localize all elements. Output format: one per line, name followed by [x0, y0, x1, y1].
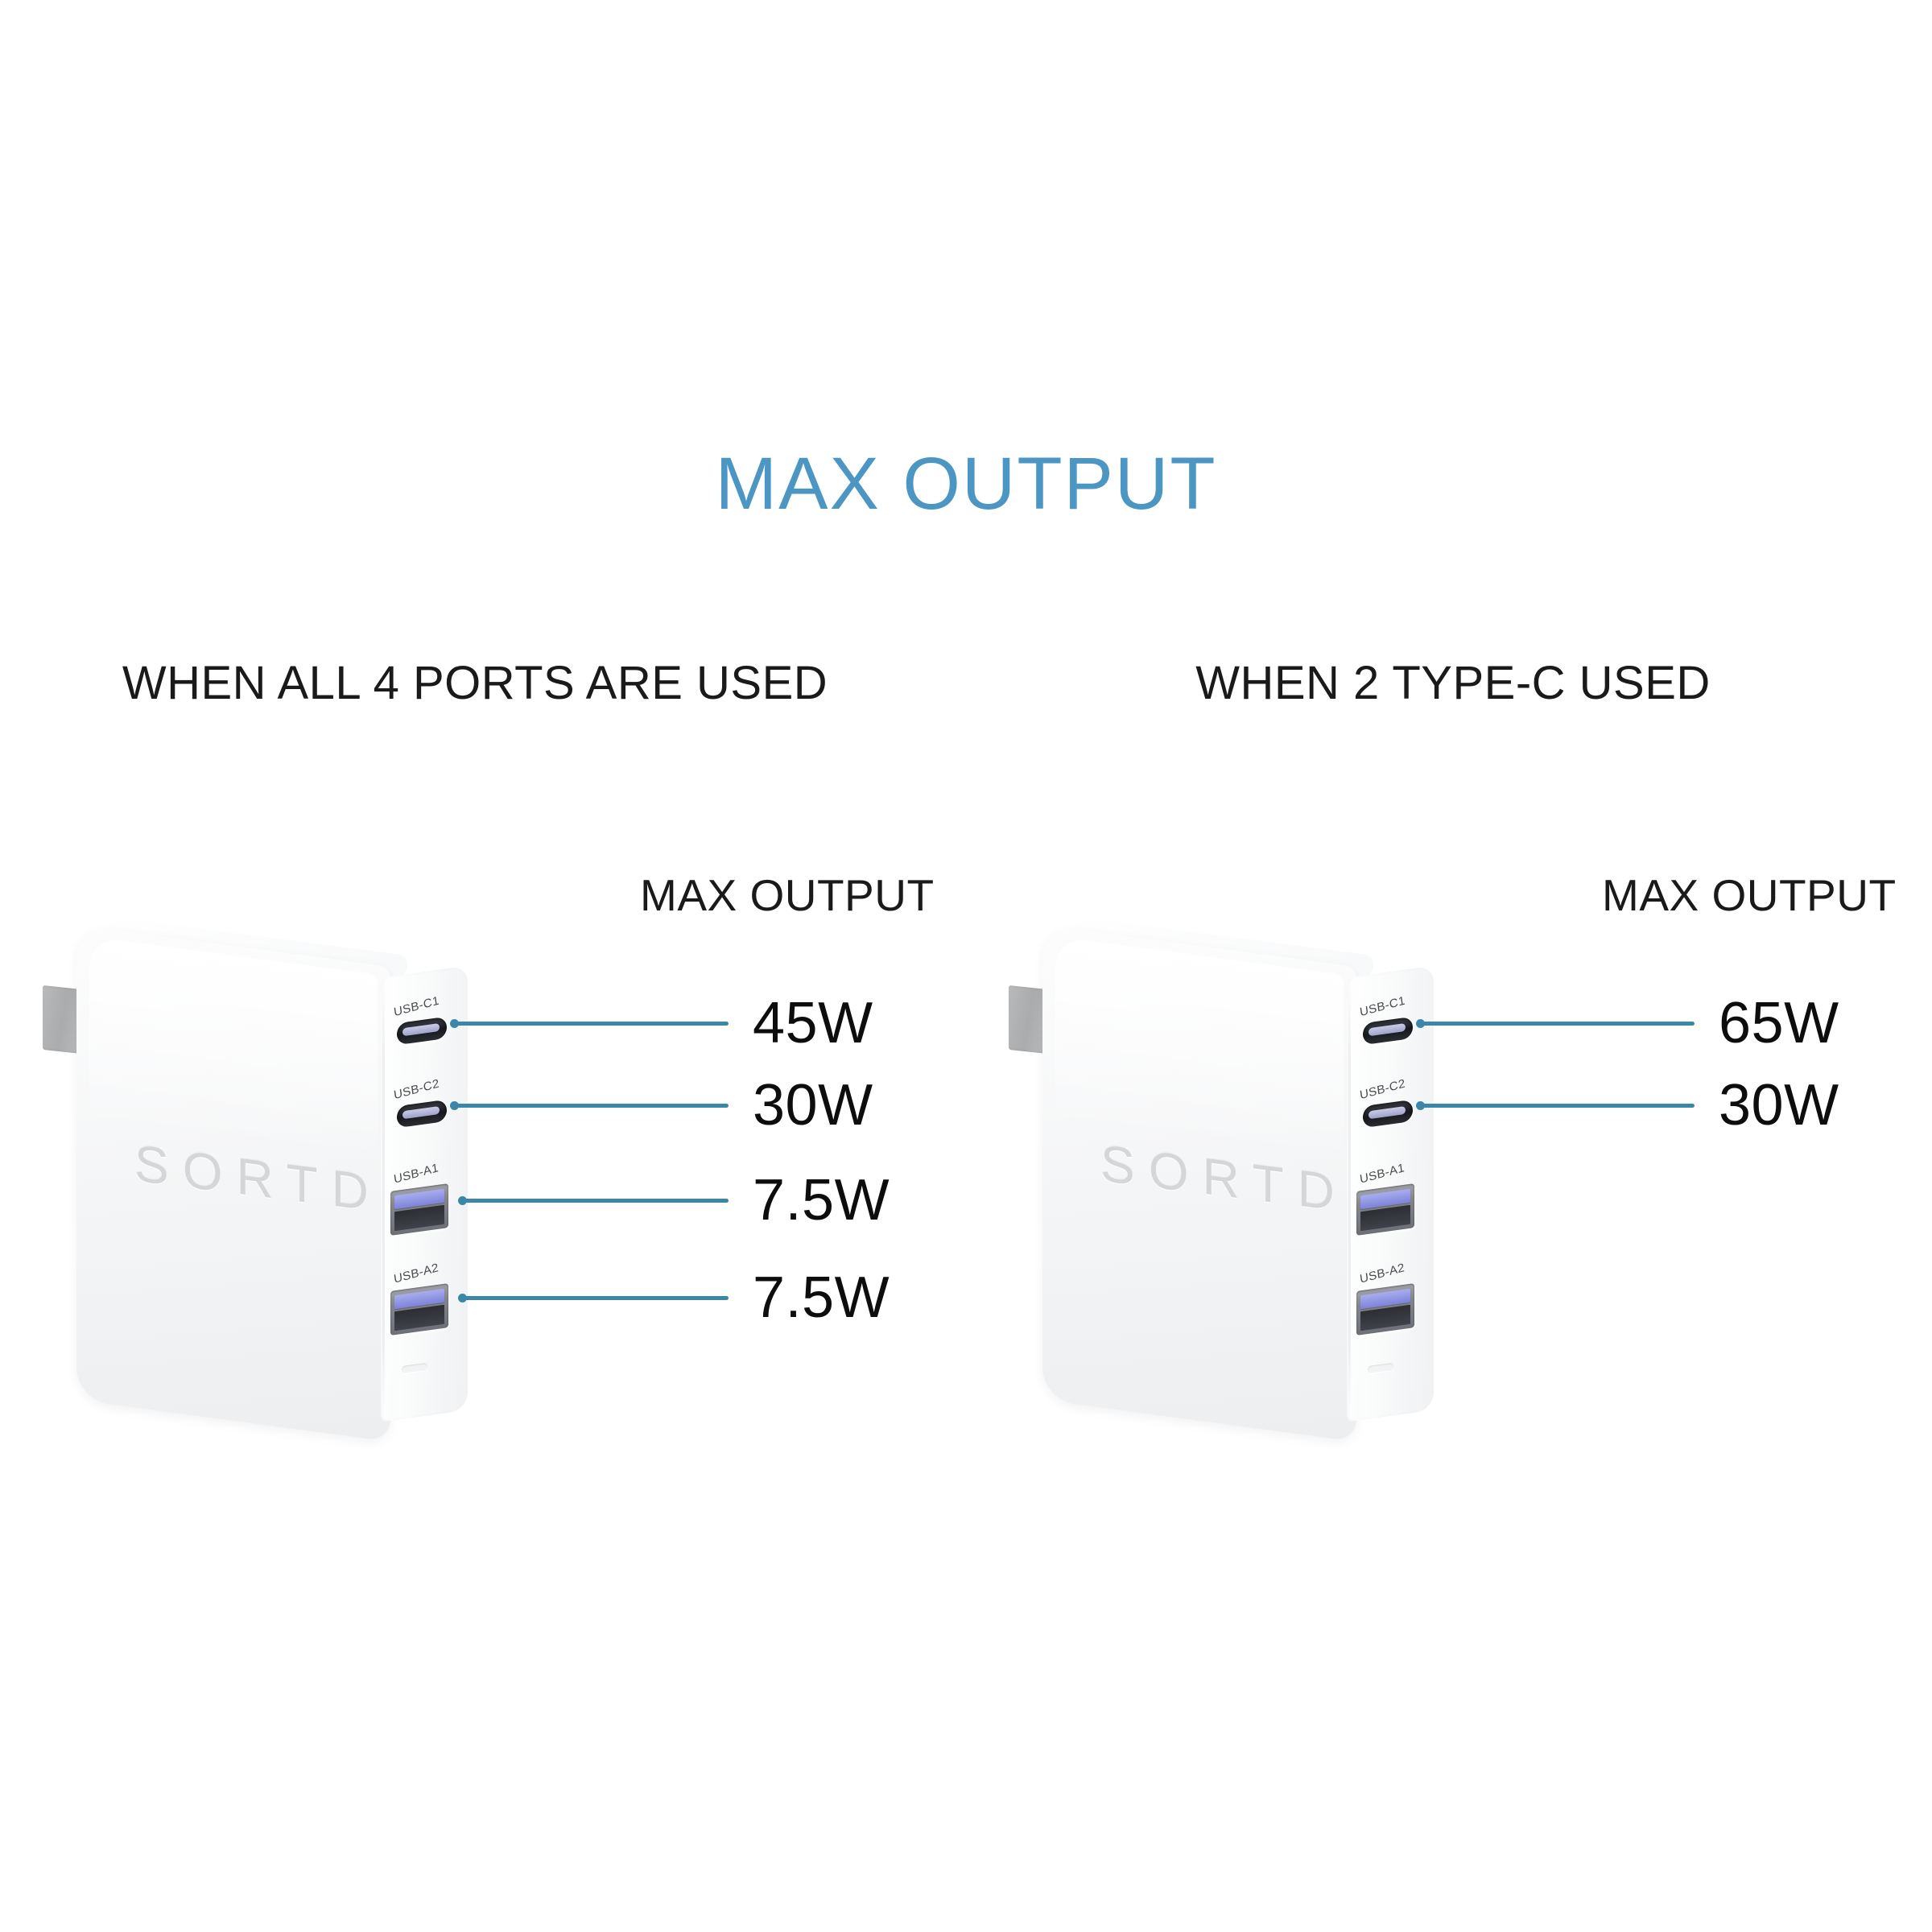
panel-heading: WHEN ALL 4 PORTS ARE USED	[122, 657, 828, 709]
output-value-usb-c2: 30W	[753, 1073, 873, 1137]
output-value-usb-c2: 30W	[1719, 1073, 1839, 1137]
leader-line-usb-c2	[1416, 1101, 1695, 1110]
max-output-column-header: MAX OUTPUT	[640, 870, 935, 920]
charger-edge-seam	[1348, 976, 1351, 1414]
charger-illustration: SORTD USB-C1 USB-C2 USB-A1 USB-A2	[43, 915, 527, 1453]
leader-line-usb-a2	[458, 1294, 729, 1302]
leader-line-usb-c1	[450, 1019, 729, 1028]
panel-all-4-ports: WHEN ALL 4 PORTS ARE USED MAX OUTPUT SOR…	[0, 628, 966, 1513]
usb-a-slot-icon	[390, 1283, 448, 1335]
max-output-column-header: MAX OUTPUT	[1602, 870, 1897, 920]
output-value-usb-a1: 7.5W	[753, 1168, 890, 1232]
usb-a-slot-icon	[1356, 1183, 1414, 1236]
output-value-usb-c1: 65W	[1719, 991, 1839, 1055]
panel-2-type-c: WHEN 2 TYPE-C USED MAX OUTPUT SORTD USB-…	[966, 628, 1932, 1513]
output-value-usb-c1: 45W	[753, 991, 873, 1055]
port-usb-a2[interactable]: USB-A2	[390, 1261, 448, 1335]
usb-a-slot-icon	[1356, 1283, 1414, 1335]
panel-heading: WHEN 2 TYPE-C USED	[1195, 657, 1711, 709]
page-title: MAX OUTPUT	[715, 443, 1217, 525]
leader-line-usb-a1	[458, 1196, 729, 1205]
leader-line-usb-c2	[450, 1101, 729, 1110]
charger-edge-seam	[382, 976, 385, 1414]
output-value-usb-a2: 7.5W	[753, 1265, 890, 1330]
port-usb-a1[interactable]: USB-A1	[1356, 1161, 1414, 1236]
port-usb-a2[interactable]: USB-A2	[1356, 1261, 1414, 1335]
charger-illustration: SORTD USB-C1 USB-C2 USB-A1 USB-A2	[1009, 915, 1493, 1453]
leader-line-usb-c1	[1416, 1019, 1695, 1028]
usb-a-slot-icon	[390, 1183, 448, 1236]
port-usb-a1[interactable]: USB-A1	[390, 1161, 448, 1236]
